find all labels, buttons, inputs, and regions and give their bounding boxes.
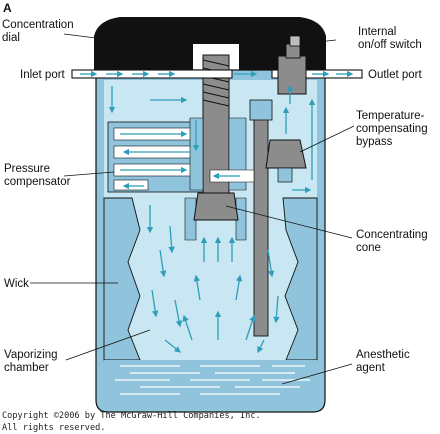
label-outlet-port: Outlet port (368, 69, 422, 81)
wick-center (184, 197, 197, 241)
label-internal-switch-1: Internal (358, 26, 396, 38)
label-pressure-compensator-2: compensator (4, 176, 71, 188)
label-anesthetic-agent-1: Anesthetic (356, 349, 410, 361)
label-inlet-port: Inlet port (20, 69, 66, 81)
concentration-dial-cap (94, 17, 326, 70)
internal-switch (277, 55, 307, 95)
label-vaporizing-chamber-2: chamber (4, 362, 49, 374)
copyright-line-1: Copyright ©2006 by The McGraw-Hill Compa… (2, 411, 261, 421)
label-pressure-compensator-1: Pressure (4, 163, 50, 175)
bypass-rod (253, 117, 269, 337)
liquid-lines (115, 365, 310, 395)
label-anesthetic-agent-2: agent (356, 362, 386, 374)
label-concentrating-cone-2: cone (356, 242, 381, 254)
label-temp-bypass-1: Temperature- (356, 110, 425, 122)
inlet-port-pipe (71, 69, 233, 79)
leader-lines (30, 33, 355, 385)
label-wick: Wick (4, 278, 29, 290)
flow-arrows (80, 70, 354, 354)
label-internal-switch-2: on/off switch (358, 39, 422, 51)
anesthetic-liquid (104, 360, 317, 404)
label-temp-bypass-3: bypass (356, 136, 393, 148)
label-concentrating-cone-1: Concentrating (356, 229, 428, 241)
label-concentration-dial-1: Concentration (2, 19, 74, 31)
label-concentration-dial-2: dial (2, 32, 20, 44)
temperature-bypass-valve (265, 139, 307, 169)
label-vaporizing-chamber-1: Vaporizing (4, 349, 58, 361)
panel-letter: A (3, 1, 12, 15)
wick-right (282, 197, 318, 361)
label-temp-bypass-2: compensating (356, 123, 428, 135)
copyright-line-2: All rights reserved. (2, 423, 105, 433)
concentrating-cone (193, 192, 239, 221)
